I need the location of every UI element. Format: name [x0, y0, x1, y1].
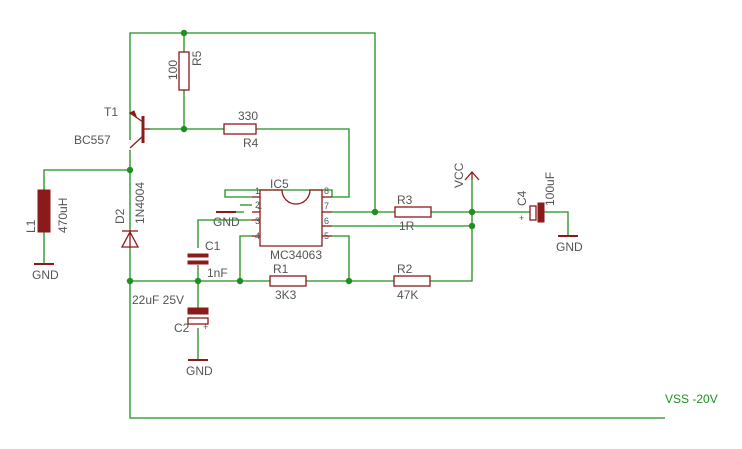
junction-dot [194, 277, 202, 285]
gnd-label: GND [32, 268, 59, 282]
gnd-label: GND [556, 240, 583, 254]
r5-ref: R5 [190, 50, 204, 66]
junction-dot [180, 29, 188, 37]
gnd-symbol-ic5: GND [213, 211, 240, 229]
r1-ref: R1 [273, 262, 289, 276]
junction-dot [345, 277, 353, 285]
r4-value: 330 [238, 109, 258, 123]
d2-value: 1N4004 [133, 182, 147, 224]
ic5-pin-3-label: 3 [255, 216, 260, 226]
resistor-r4: 330 R4 [223, 109, 259, 150]
resistor-r1: R1 3K3 [269, 262, 307, 302]
d2-ref: D2 [113, 208, 127, 224]
r2-value: 47K [397, 288, 418, 302]
transistor-t1: T1 BC557 [74, 105, 150, 149]
junction-dot [236, 277, 244, 285]
ic5-pin-7-label: 7 [324, 201, 329, 211]
gnd-symbol-c2: GND [186, 359, 213, 378]
junction-dot [468, 222, 476, 230]
ic5-value: MC34063 [270, 248, 322, 262]
c4-value: 100uF [543, 172, 557, 206]
ic5-pin-4-label: 4 [255, 231, 260, 241]
c1-value: 1nF [207, 266, 228, 280]
inductor-l1: L1 470uH [24, 189, 70, 233]
ic5-pin-6-label: 6 [324, 216, 329, 226]
vcc-label: VCC [452, 162, 466, 188]
capacitor-c2: + 22uF 25V C2 [132, 293, 209, 335]
c4-ref: C4 [515, 190, 529, 206]
junctions [126, 29, 476, 285]
c4-polarity-mark: + [519, 213, 524, 223]
ic5-pin-2-label: 2 [255, 200, 260, 210]
r2-ref: R2 [397, 262, 413, 276]
junction-dot [126, 277, 134, 285]
junction-dot [371, 208, 379, 216]
l1-ref: L1 [24, 219, 38, 233]
wires [43, 32, 665, 419]
ic5-pin-1: 1 [257, 201, 262, 211]
ic5-pin-1-label: 1 [255, 186, 260, 196]
gnd-symbol-l1: GND [32, 263, 59, 282]
gnd-symbol-c4: GND [556, 235, 583, 254]
r4-ref: R4 [243, 136, 259, 150]
vcc-symbol: VCC [452, 162, 480, 188]
r1-value: 3K3 [275, 288, 297, 302]
ic5-ref: IC5 [270, 177, 289, 191]
gnd-label: GND [213, 215, 240, 229]
junction-dot [468, 208, 476, 216]
t1-value: BC557 [74, 133, 111, 147]
ic-ic5: 1 2 1 2 3 4 5 6 7 8 IC5 MC34063 [252, 177, 332, 262]
diode-d2: D2 1N4004 [113, 182, 147, 248]
resistor-r3: R3 1R [394, 193, 432, 233]
vss-net-label: VSS -20V [665, 392, 718, 406]
ic5-pin-8-label: 8 [324, 186, 329, 196]
capacitor-c1: C1 1nF [187, 239, 228, 280]
junction-dot [180, 125, 188, 133]
c2-polarity-mark: + [203, 322, 208, 332]
c1-ref: C1 [205, 239, 221, 253]
c2-value: 22uF 25V [132, 293, 184, 307]
resistor-r2: R2 47K [393, 262, 431, 302]
capacitor-c4: + C4 100uF [515, 172, 557, 223]
junction-dot [126, 166, 134, 174]
l1-value: 470uH [56, 198, 70, 233]
ic5-pin-5-label: 5 [324, 231, 329, 241]
resistor-r5: 100 R5 [166, 50, 204, 91]
gnd-label: GND [186, 364, 213, 378]
t1-ref: T1 [104, 105, 118, 119]
c2-ref: C2 [174, 321, 190, 335]
r3-ref: R3 [397, 193, 413, 207]
r5-value: 100 [166, 60, 180, 80]
r3-value: 1R [399, 219, 415, 233]
